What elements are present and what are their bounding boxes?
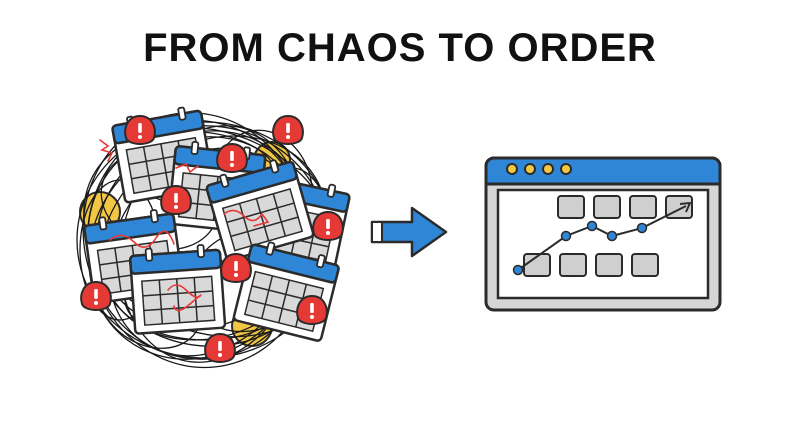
dashboard-tiles: [523, 195, 693, 277]
red-scribbles: [99, 139, 270, 312]
warning-icon: [296, 295, 328, 325]
warning-icon: [220, 253, 252, 283]
warning-icon: [80, 281, 112, 311]
warning-icon: [204, 333, 236, 363]
calendar-icon: [128, 242, 227, 336]
trend-line-icon: [512, 202, 691, 276]
warning-icon: [160, 185, 192, 215]
right-arrow-icon: [370, 206, 448, 258]
page-title: FROM CHAOS TO ORDER: [143, 26, 657, 70]
warning-icon: [124, 115, 156, 145]
dashboard-window-icon: [484, 156, 722, 312]
window-dots: [506, 163, 572, 175]
warning-icon: [272, 115, 304, 145]
tangled-calendars-icon: [76, 103, 353, 369]
warning-icon: [312, 211, 344, 241]
warning-icon: [216, 143, 248, 173]
